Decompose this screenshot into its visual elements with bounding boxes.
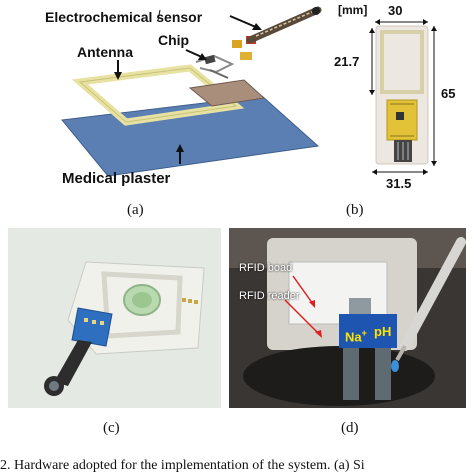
panel-c (8, 228, 221, 408)
exploded-sensor-diagram (61, 6, 322, 177)
ph-tag: pH (374, 324, 392, 339)
caption-d: (d) (341, 420, 359, 436)
caption-c: (c) (103, 420, 120, 436)
panel-a: Electrochemical sensor Antenna Chip Medi… (0, 0, 330, 220)
unit-label: [mm] (338, 3, 368, 17)
experimental-setup-photo (229, 228, 466, 408)
total-height-label: 65 (441, 86, 456, 101)
electronics-board (188, 79, 266, 107)
chip-component (204, 54, 216, 65)
na-tag: Na+ (345, 328, 367, 345)
antenna-height-label: 21.7 (334, 54, 360, 69)
blue-connector (71, 307, 113, 347)
caption-a: (a) (127, 202, 144, 218)
width-bottom-label: 31.5 (386, 176, 412, 191)
panel-d: RFID boad RFID reader Na+ pH (229, 228, 466, 408)
figure-caption: 2. Hardware adopted for the implementati… (0, 458, 365, 473)
electrochemical-sensor-label: Electrochemical sensor (45, 9, 203, 25)
chip-label: Chip (158, 32, 190, 48)
rfid-reader (243, 346, 435, 406)
panel-b: [mm] 30 21.7 65 31.5 (b) (330, 0, 474, 220)
rfid-board-label: RFID boad (239, 262, 293, 274)
caption-b: (b) (346, 202, 364, 218)
medical-plaster-layer (61, 95, 320, 177)
antenna-label: Antenna (77, 44, 133, 60)
sensor-patch-photo (8, 228, 221, 408)
electrochemical-sensor-strip (246, 6, 322, 44)
pipette (400, 237, 466, 351)
medical-plaster-label: Medical plaster (62, 170, 171, 187)
rfid-reader-label: RFID reader (239, 290, 300, 302)
sensor-photo (369, 19, 437, 175)
width-top-label: 30 (388, 3, 403, 18)
